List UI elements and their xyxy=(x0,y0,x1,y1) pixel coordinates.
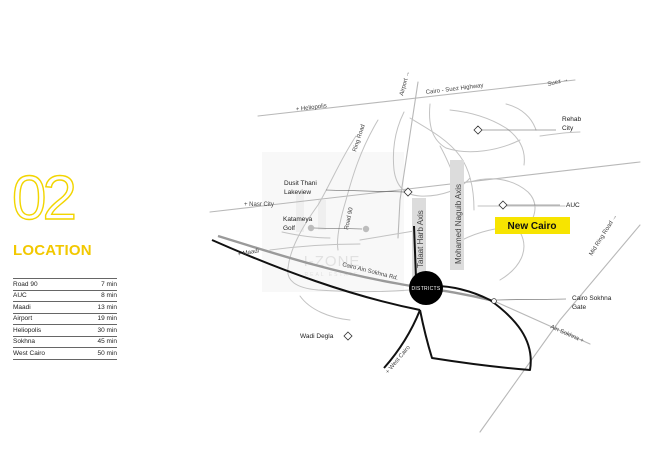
route-west-cairo xyxy=(383,309,421,369)
svg-text:Golf: Golf xyxy=(283,225,295,232)
place-name: Sokhna xyxy=(13,335,78,348)
airport-road xyxy=(397,81,419,239)
route-ring-road xyxy=(413,225,417,279)
mid-ring-road xyxy=(479,224,641,433)
svg-text:City: City xyxy=(562,125,574,132)
svg-text:Wadi Degla: Wadi Degla xyxy=(300,333,334,340)
road-label-nasr-city: + Nasr City xyxy=(244,202,274,208)
place-name: West Cairo xyxy=(13,347,78,360)
ring-road xyxy=(287,135,411,292)
travel-time: 30 min xyxy=(77,324,117,336)
place-katameya-golf: Katameya Golf xyxy=(283,216,370,233)
place-name: Heliopolis xyxy=(13,324,78,336)
road-label-maadi: + Maadi xyxy=(237,248,259,258)
mohamed-naguib-axis-label: Mohamed Naguib Axis xyxy=(454,184,463,264)
section-number: 02 xyxy=(11,164,77,233)
section-title: LOCATION xyxy=(13,242,92,259)
svg-text:Rehab: Rehab xyxy=(562,116,582,123)
travel-time: 19 min xyxy=(77,312,117,325)
route-west xyxy=(211,239,421,311)
place-new-cairo: New Cairo xyxy=(495,217,570,234)
place-wadi-degla: Wadi Degla xyxy=(300,331,353,341)
svg-text:Gate: Gate xyxy=(572,304,586,311)
route-loop xyxy=(419,285,532,371)
travel-time: 7 min xyxy=(77,278,117,290)
place-auc: AUC xyxy=(498,200,580,210)
cairo-suez-highway xyxy=(257,79,576,117)
svg-text:Cairo Sokhna: Cairo Sokhna xyxy=(572,295,612,302)
project-marker: DISTRICTS xyxy=(409,271,443,305)
road-label-suez: Suez → xyxy=(547,77,569,88)
mohamed-naguib-axis xyxy=(450,160,464,270)
place-name: Road 90 xyxy=(13,278,78,290)
travel-time: 50 min xyxy=(77,347,117,360)
travel-time: 8 min xyxy=(77,289,117,302)
svg-text:Katameya: Katameya xyxy=(283,216,313,223)
place-dusit-thani: Dusit Thani Lakeview xyxy=(284,180,413,197)
place-name: Airport xyxy=(13,312,78,325)
place-name: Maadi xyxy=(13,301,78,313)
road-label-heliopolis: + Heliopolis xyxy=(296,103,328,113)
road-label-ain-sokhna: Ain Sokhna + xyxy=(549,324,585,344)
travel-time: 13 min xyxy=(77,301,117,313)
road-label-road-90: Road 90 xyxy=(344,206,355,230)
place-rehab-city: Rehab City xyxy=(473,116,582,135)
svg-text:New Cairo: New Cairo xyxy=(508,221,557,232)
svg-text:Dusit Thani: Dusit Thani xyxy=(284,180,317,187)
svg-text:Lakeview: Lakeview xyxy=(284,189,311,196)
nasr-city-road xyxy=(209,161,641,213)
place-cairo-sokhna-gate: Cairo Sokhna Gate xyxy=(491,295,612,311)
svg-text:AUC: AUC xyxy=(566,202,580,209)
travel-time: 45 min xyxy=(77,335,117,348)
ain-sokhna-road xyxy=(493,300,591,345)
road-label-mid-ring-road: Mid Ring Road → xyxy=(589,214,619,257)
road-label-airport: Airport → xyxy=(399,70,411,96)
talaat-harb-axis-label: Talaat Harb Axis xyxy=(416,210,425,268)
cairo-ain-sokhna-road xyxy=(217,234,495,303)
watermark-tagline: REAL ESTATE xyxy=(305,272,360,278)
place-name: AUC xyxy=(13,289,78,302)
project-marker-label: DISTRICTS xyxy=(411,286,440,292)
